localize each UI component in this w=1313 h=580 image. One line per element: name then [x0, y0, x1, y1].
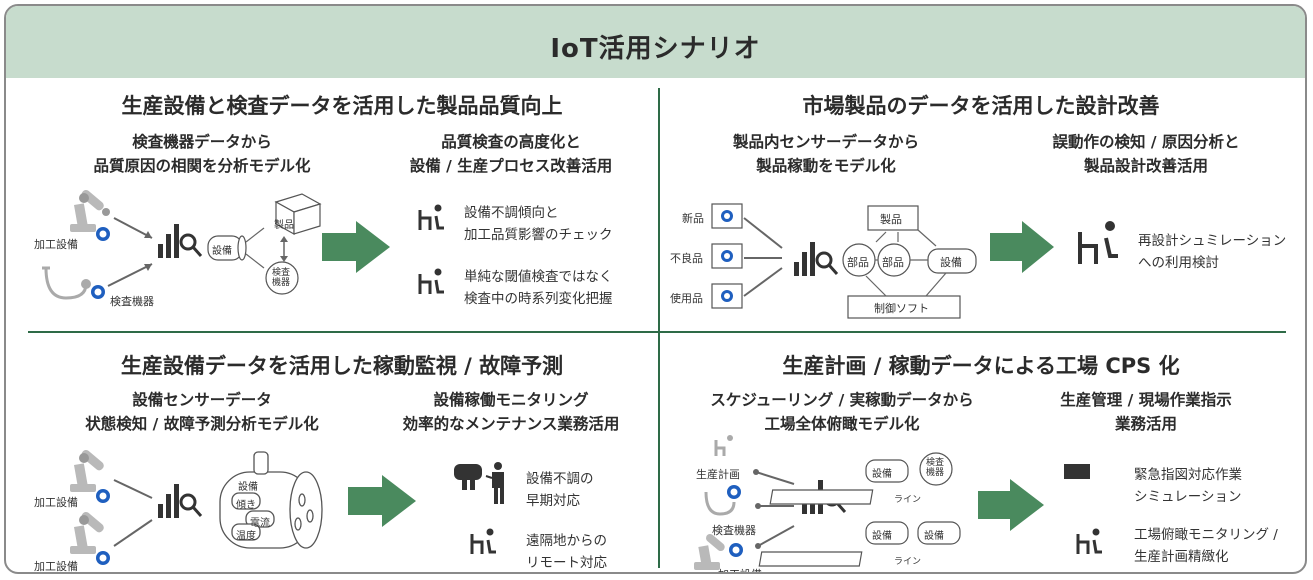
- q1-label-machine: 加工設備: [34, 238, 78, 251]
- person-at-desk-icon: [1078, 221, 1118, 264]
- analysis-icon: [794, 242, 839, 276]
- q4-label-machine: 加工設備: [718, 566, 762, 572]
- page-title: IoT活用シナリオ: [550, 34, 761, 64]
- equipment-cylinder-icon: [917, 521, 961, 545]
- person-at-desk-icon: [418, 268, 444, 294]
- maintenance-worker-icon: [454, 462, 504, 504]
- q1-diagram: [42, 190, 444, 300]
- flow-arrow: [978, 479, 1044, 531]
- horizontal-divider: [28, 331, 1286, 333]
- q3-label-tilt: 傾き: [236, 500, 256, 511]
- q3-right-subtitle: 設備稼働モニタリング 効率的なメンテナンス業務活用: [402, 391, 620, 433]
- analysis-icon: [158, 484, 203, 518]
- vertical-divider: [658, 88, 660, 568]
- q1-left-subtitle: 検査機器データから 品質原因の相関を分析モデル化: [93, 133, 311, 175]
- q1-label-product: 製品: [274, 220, 294, 231]
- product-box-icon: [867, 205, 919, 231]
- q2-label-part2: 部品: [882, 256, 904, 269]
- robot-arm-icon: [70, 190, 110, 232]
- q1-item-1: 設備不調傾向と 加工品質影響のチェック: [464, 205, 613, 243]
- product-box-icon: [274, 193, 322, 236]
- q4-right-subtitle: 生産管理 / 現場作業指示 業務活用: [1060, 391, 1232, 433]
- q3-diagram: [70, 450, 504, 565]
- q4-label-equipment-3: 設備: [924, 531, 944, 542]
- person-at-desk-icon: [714, 435, 733, 456]
- q2-left-subtitle: 製品内センサーデータから 製品稼動をモデル化: [732, 133, 919, 175]
- q1-label-equipment: 設備: [212, 246, 232, 257]
- product-cube-icon: [711, 283, 743, 309]
- stethoscope-icon: [704, 491, 736, 516]
- robot-arm-icon: [694, 534, 725, 570]
- q4-left-subtitle: スケジューリング / 実稼動データから 工場全体俯瞰モデル化: [710, 391, 974, 433]
- q2-label-equipment: 設備: [940, 256, 962, 269]
- q2-label-used: 使用品: [670, 292, 703, 305]
- q4-label-line-2: ライン: [894, 557, 922, 567]
- q3-label-temperature: 温度: [236, 531, 256, 542]
- person-at-desk-icon: [1076, 528, 1102, 554]
- q4-item-2: 工場俯瞰モニタリング / 生産計画精緻化: [1134, 527, 1278, 565]
- robot-arm-icon: [70, 450, 104, 492]
- q2-label-part1: 部品: [847, 256, 869, 269]
- q2-label-control-soft: 制御ソフト: [874, 302, 929, 315]
- q4-label-equipment-2: 設備: [872, 531, 892, 542]
- flow-arrow: [348, 475, 416, 527]
- robot-arm-icon: [70, 512, 104, 554]
- equipment-cylinder-icon: [865, 521, 909, 545]
- product-cube-icon: [711, 203, 743, 229]
- q4-title: 生産計画 / 稼動データによる工場 CPS 化: [782, 354, 1180, 378]
- q2-label-defective: 不良品: [670, 252, 703, 265]
- q4-label-inspector: 検査機器: [712, 524, 756, 537]
- q3-label-equipment: 設備: [238, 482, 258, 493]
- q2-label-product: 製品: [880, 213, 902, 226]
- equipment-cylinder-icon: [865, 459, 909, 483]
- product-cube-icon: [711, 243, 743, 269]
- line-conveyor: [769, 489, 874, 505]
- maintenance-worker-icon: [1064, 464, 1090, 479]
- inspection-device-icon: [265, 261, 299, 295]
- q4-label-plan: 生産計画: [696, 468, 740, 481]
- q3-label-current: 電流: [250, 518, 270, 529]
- q2-right-subtitle: 誤動作の検知 / 原因分析と 製品設計改善活用: [1052, 133, 1240, 175]
- line-conveyor: [758, 551, 863, 567]
- q4-item-1: 緊急指図対応作業 シミュレーション: [1134, 467, 1242, 505]
- stethoscope-icon: [42, 266, 88, 300]
- q3-title: 生産設備データを活用した稼動監視 / 故障予測: [120, 354, 564, 378]
- equipment-cylinder-icon: [927, 248, 977, 274]
- q2-label-new: 新品: [682, 212, 704, 225]
- q1-label-inspector: 検査機器: [110, 295, 154, 308]
- scenario-frame: IoT活用シナリオ 生産設備と検査データを活用した製品品質向上 検査機器データか…: [4, 4, 1307, 574]
- q3-left-subtitle: 設備センサーデータ 状態検知 / 故障予測分析モデル化: [85, 391, 319, 433]
- q4-label-equipment-1: 設備: [872, 469, 892, 480]
- q3-item-1: 設備不調の 早期対応: [526, 471, 594, 509]
- q4-diagram: [694, 435, 1102, 570]
- flow-arrow: [322, 221, 390, 273]
- control-soft-box: [847, 295, 961, 319]
- q3-label-machine-2: 加工設備: [34, 560, 78, 573]
- person-at-desk-icon: [418, 204, 444, 230]
- q2-diagram: [711, 203, 1118, 319]
- q4-label-line-1: ライン: [894, 495, 922, 505]
- q1-title: 生産設備と検査データを活用した製品品質向上: [121, 94, 563, 118]
- q2-item-1: 再設計シュミレーション への利用検討: [1138, 233, 1287, 271]
- equipment-cylinder-icon: [207, 235, 247, 261]
- equipment-drum-icon: [219, 451, 323, 549]
- inspection-device-icon: [919, 452, 953, 486]
- q1-item-2: 単純な閾値検査ではなく 検査中の時系列変化把握: [464, 269, 613, 307]
- flow-arrow: [990, 221, 1054, 273]
- header-bar: [6, 6, 1305, 78]
- q2-title: 市場製品のデータを活用した設計改善: [802, 94, 1160, 118]
- q1-right-subtitle: 品質検査の高度化と 設備 / 生産プロセス改善活用: [409, 133, 613, 175]
- person-at-desk-icon: [470, 528, 496, 554]
- q3-item-2: 遠隔地からの リモート対応: [526, 533, 607, 571]
- q3-label-machine-1: 加工設備: [34, 496, 78, 509]
- q4-label-inspection-device: 検査 機器: [926, 458, 945, 478]
- stethoscope-head: [81, 279, 91, 289]
- q1-label-inspection-device: 検査 機器: [272, 268, 291, 288]
- analysis-icon: [158, 224, 203, 258]
